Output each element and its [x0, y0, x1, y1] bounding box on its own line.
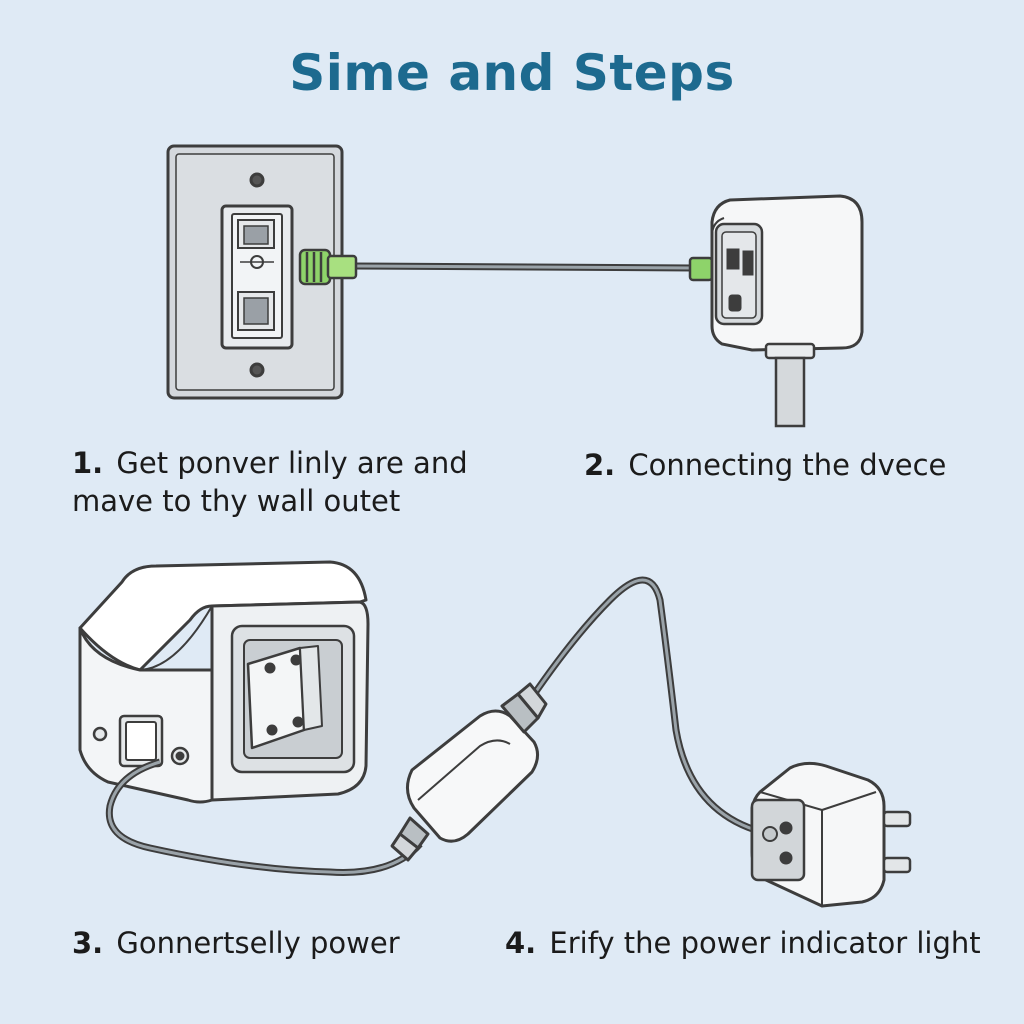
step-4-number: 4. — [505, 926, 537, 960]
step-2-caption: 2. Connecting the dvece — [584, 446, 1004, 484]
wall-plug-icon — [750, 761, 912, 908]
step-1-text: Get ponver linly are and mave to thy wal… — [72, 446, 468, 518]
page-title: Sime and Steps — [289, 44, 735, 102]
power-box-icon — [78, 560, 370, 804]
step-2-text: Connecting the dvece — [628, 448, 947, 482]
step-3-text: Gonnertselly power — [116, 926, 400, 960]
cable-top — [351, 262, 695, 272]
inline-adapter-icon — [390, 682, 548, 862]
step-1-caption: 1. Get ponver linly are and mave to thy … — [72, 444, 492, 520]
plug-adapter-icon — [710, 194, 864, 428]
step-1-number: 1. — [72, 446, 104, 480]
step-4-text: Erify the power indicator light — [549, 926, 981, 960]
wall-outlet-icon — [166, 144, 344, 400]
green-connector-left — [298, 248, 358, 286]
step-4-caption: 4. Erify the power indicator light — [505, 924, 1005, 962]
green-connector-right — [688, 256, 714, 282]
step-3-caption: 3. Gonnertselly power — [72, 924, 492, 962]
step-2-number: 2. — [584, 448, 616, 482]
cable-bottom-left — [105, 758, 423, 876]
step-3-number: 3. — [72, 926, 104, 960]
cable-bottom-right — [519, 576, 763, 836]
